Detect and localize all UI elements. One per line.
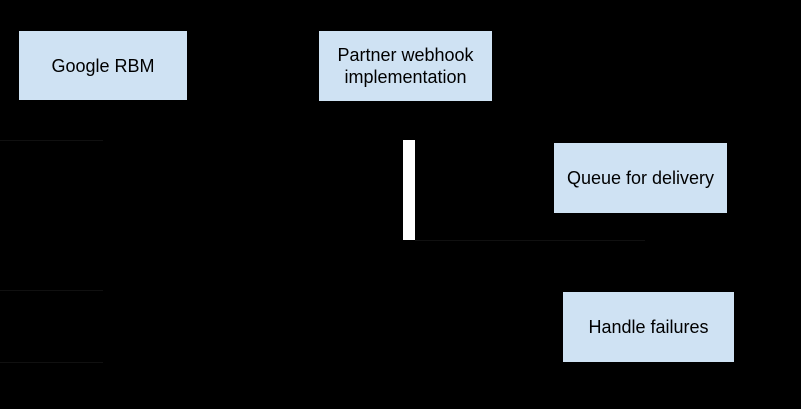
faint-connector-line-activation-to-handle <box>415 240 645 241</box>
node-queue-for-delivery: Queue for delivery <box>553 142 728 214</box>
node-handle-failures-label: Handle failures <box>588 317 709 337</box>
activation-bar <box>403 140 415 240</box>
node-google-rbm: Google RBM <box>18 30 188 101</box>
faint-connector-line-bottom <box>0 362 103 363</box>
node-queue-for-delivery-label: Queue for delivery <box>566 168 715 188</box>
node-partner-webhook-implementation: Partner webhook implementation <box>318 30 493 102</box>
node-handle-failures: Handle failures <box>562 291 735 363</box>
node-google-rbm-label: Google RBM <box>51 55 155 76</box>
faint-connector-line-top <box>0 140 103 141</box>
node-partner-webhook-implementation-label: Partner webhook implementation <box>337 45 474 87</box>
faint-connector-line-middle <box>0 290 103 291</box>
